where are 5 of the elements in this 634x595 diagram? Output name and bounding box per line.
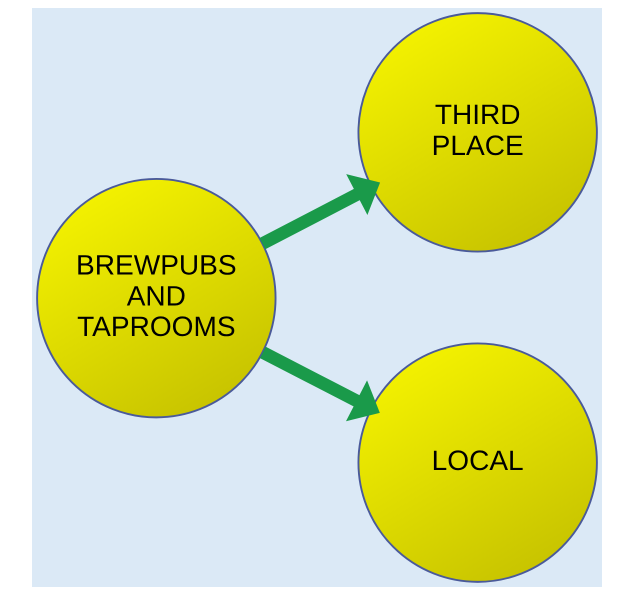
arrow bbox=[260, 346, 380, 422]
arrow bbox=[259, 174, 380, 250]
node-circle: THIRD PLACE bbox=[357, 12, 598, 253]
node-circle: LOCAL bbox=[357, 342, 598, 583]
node-circle: BREWPUBS AND TAPROOMS bbox=[36, 178, 277, 418]
